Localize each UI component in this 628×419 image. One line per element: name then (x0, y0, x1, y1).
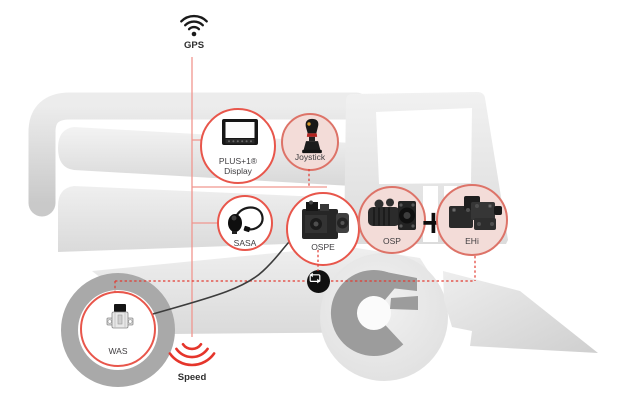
rear-wheel-ring (61, 273, 175, 387)
cab-slot-left (423, 186, 438, 242)
ospe-unit-icon (302, 200, 349, 239)
display-label-line1: PLUS+1® (218, 156, 258, 166)
hub-gear-c (330, 270, 404, 357)
auger-tube (28, 92, 370, 217)
can-node (307, 270, 330, 293)
osp-label: OSP (383, 236, 401, 246)
was-sensor-icon (106, 304, 134, 329)
solid-signal-lines (191, 57, 327, 337)
data-exchange-icon (309, 272, 321, 284)
header-wedge (443, 271, 598, 353)
speed-signal-icon (168, 343, 216, 367)
joystick-label: Joystick (294, 152, 326, 162)
sasa-label: SASA (233, 238, 257, 248)
sasa-sensor-icon (228, 206, 264, 234)
was-ospe-cable (152, 241, 290, 315)
display-label-line2: Display (224, 166, 252, 176)
joystick-node: Joystick (281, 113, 339, 171)
osp-node: OSP (358, 186, 426, 254)
hub-gear-bar-mid (390, 296, 418, 310)
joystick-icon (302, 118, 322, 154)
was-node: WAS (80, 291, 156, 367)
osp-unit-icon (368, 198, 416, 230)
gps-signal-icon (180, 14, 208, 37)
ehi-label: EHi (465, 236, 479, 246)
dashed-bus-lines (114, 256, 476, 292)
sasa-node: SASA (217, 195, 273, 251)
was-label: WAS (108, 346, 128, 356)
ehi-valve-icon (449, 196, 502, 230)
gps-label: GPS (183, 40, 205, 51)
hub-center (357, 296, 391, 330)
ehi-node: EHi (436, 184, 508, 256)
ospe-label: OSPE (311, 242, 335, 252)
cab-window (376, 108, 472, 184)
ospe-node: OSPE (286, 192, 360, 266)
display-node: PLUS+1® Display (200, 108, 276, 184)
plus1-display-icon (222, 119, 258, 145)
speed-label: Speed (177, 372, 207, 383)
body-panel (58, 186, 344, 252)
